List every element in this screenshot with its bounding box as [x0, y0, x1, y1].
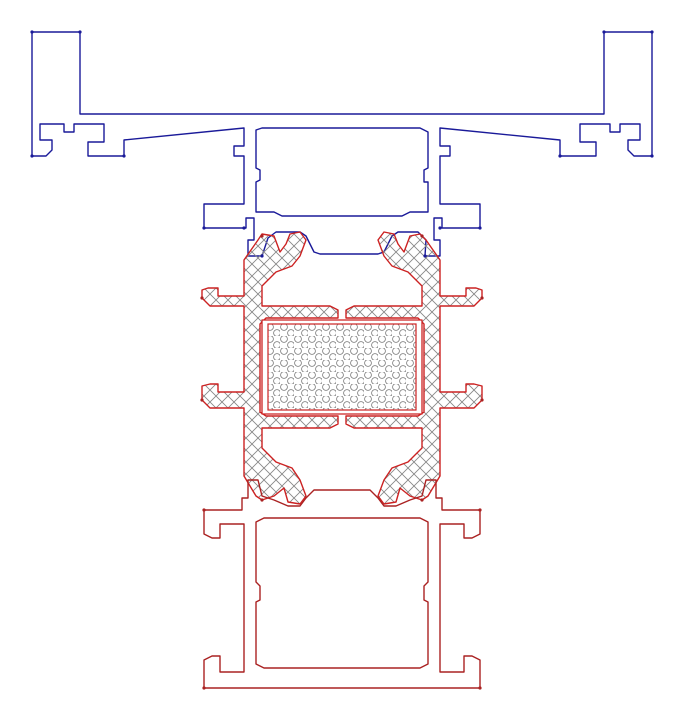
- vertex-marker: [200, 296, 204, 300]
- upper-frame-outline: [31, 31, 653, 257]
- vertex-marker: [78, 30, 82, 34]
- vertex-marker: [420, 234, 424, 238]
- vertex-marker: [260, 234, 264, 238]
- vertex-marker: [260, 254, 264, 258]
- vertex-marker: [260, 498, 264, 502]
- vertex-marker: [242, 226, 246, 230]
- vertex-marker: [202, 686, 206, 690]
- vertex-marker: [650, 154, 654, 158]
- vertex-marker: [423, 254, 427, 258]
- vertex-marker: [202, 508, 206, 512]
- vertex-marker: [650, 30, 654, 34]
- upper-frame-chamber: [255, 127, 429, 217]
- vertex-marker: [480, 398, 484, 402]
- vertex-marker: [602, 30, 606, 34]
- thermal-break-body: [201, 231, 483, 505]
- vertex-marker: [200, 398, 204, 402]
- lower-frame-profile: [203, 479, 481, 689]
- vertex-marker: [30, 30, 34, 34]
- vertex-marker: [420, 498, 424, 502]
- upper-frame-profile: [31, 31, 653, 257]
- insulation-core: [267, 323, 417, 411]
- lower-frame-chamber: [255, 517, 429, 669]
- vertex-marker: [478, 226, 482, 230]
- lower-frame-outline: [203, 479, 481, 689]
- vertex-marker: [480, 296, 484, 300]
- vertex-marker: [202, 226, 206, 230]
- vertex-marker: [478, 686, 482, 690]
- vertex-marker: [558, 154, 562, 158]
- vertex-marker: [438, 226, 442, 230]
- node-markers: [30, 30, 654, 690]
- vertex-marker: [30, 154, 34, 158]
- vertex-marker: [478, 508, 482, 512]
- vertex-marker: [122, 154, 126, 158]
